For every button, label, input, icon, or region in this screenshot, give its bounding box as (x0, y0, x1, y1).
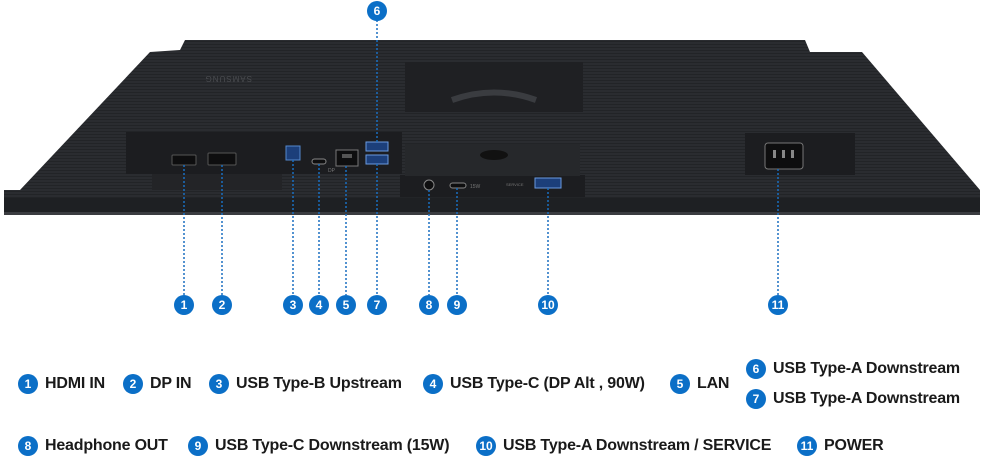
io-panel-main (126, 132, 402, 174)
legend-item-3: 3 USB Type-B Upstream (209, 373, 402, 395)
headphone-port (423, 179, 435, 191)
usb-a-port-7 (365, 154, 389, 165)
stand-mount (405, 62, 583, 112)
legend-item-10: 10 USB Type-A Downstream / SERVICE (476, 435, 771, 457)
legend-marker: 11 (797, 436, 817, 456)
legend-marker: 1 (18, 374, 38, 394)
leader-lines (183, 20, 779, 295)
legend-item-9: 9 USB Type-C Downstream (15W) (188, 435, 450, 457)
usb-a-service-port (534, 177, 562, 189)
usb-c-port (311, 158, 327, 165)
legend-marker: 6 (746, 359, 766, 379)
marker-6: 6 (367, 1, 387, 21)
legend-marker: 10 (476, 436, 496, 456)
usb-b-port (285, 145, 301, 161)
legend-label: USB Type-C Downstream (15W) (215, 437, 450, 454)
legend-item-5: 5 LAN (670, 373, 729, 395)
brand-label: SAMSUNG (205, 74, 252, 83)
legend-marker: 7 (746, 389, 766, 409)
legend-label: USB Type-A Downstream (773, 390, 960, 407)
legend-item-4: 4 USB Type-C (DP Alt , 90W) (423, 373, 645, 395)
marker-3: 3 (283, 295, 303, 315)
usba-service-marker: SERVICE (506, 182, 524, 187)
legend-label: Headphone OUT (45, 437, 168, 454)
legend-label: USB Type-A Downstream (773, 360, 960, 377)
usbc-downstream-marker: 15W (470, 184, 481, 190)
marker-2: 2 (212, 295, 232, 315)
marker-5: 5 (336, 295, 356, 315)
dp-port (207, 152, 237, 166)
legend-item-7: 7 USB Type-A Downstream (746, 388, 960, 410)
marker-7: 7 (367, 295, 387, 315)
legend-marker: 2 (123, 374, 143, 394)
hdmi-port (171, 154, 197, 166)
legend-item-2: 2 DP IN (123, 373, 192, 395)
legend-marker: 8 (18, 436, 38, 456)
legend-label: USB Type-A Downstream / SERVICE (503, 437, 772, 454)
legend-marker: 4 (423, 374, 443, 394)
legend-marker: 9 (188, 436, 208, 456)
legend-marker: 3 (209, 374, 229, 394)
marker-9: 9 (447, 295, 467, 315)
legend-label: POWER (824, 437, 884, 454)
marker-11: 11 (768, 295, 788, 315)
marker-8: 8 (419, 295, 439, 315)
legend-item-1: 1 HDMI IN (18, 373, 105, 395)
marker-10: 10 (538, 295, 558, 315)
usb-a-port-6 (365, 141, 389, 152)
legend-label: HDMI IN (45, 375, 105, 392)
usb-c-downstream-port (449, 182, 467, 189)
legend-item-6: 6 USB Type-A Downstream (746, 358, 960, 380)
marker-4: 4 (309, 295, 329, 315)
legend-item-8: 8 Headphone OUT (18, 435, 168, 457)
legend-label: LAN (697, 375, 730, 392)
legend-marker: 5 (670, 374, 690, 394)
legend-label: USB Type-B Upstream (236, 375, 402, 392)
monitor-bezel-edge (4, 198, 980, 215)
legend-label: DP IN (150, 375, 192, 392)
legend-item-11: 11 POWER (797, 435, 884, 457)
marker-1: 1 (174, 295, 194, 315)
legend-label: USB Type-C (DP Alt , 90W) (450, 375, 645, 392)
usbc-port-marker: DP (328, 168, 336, 174)
